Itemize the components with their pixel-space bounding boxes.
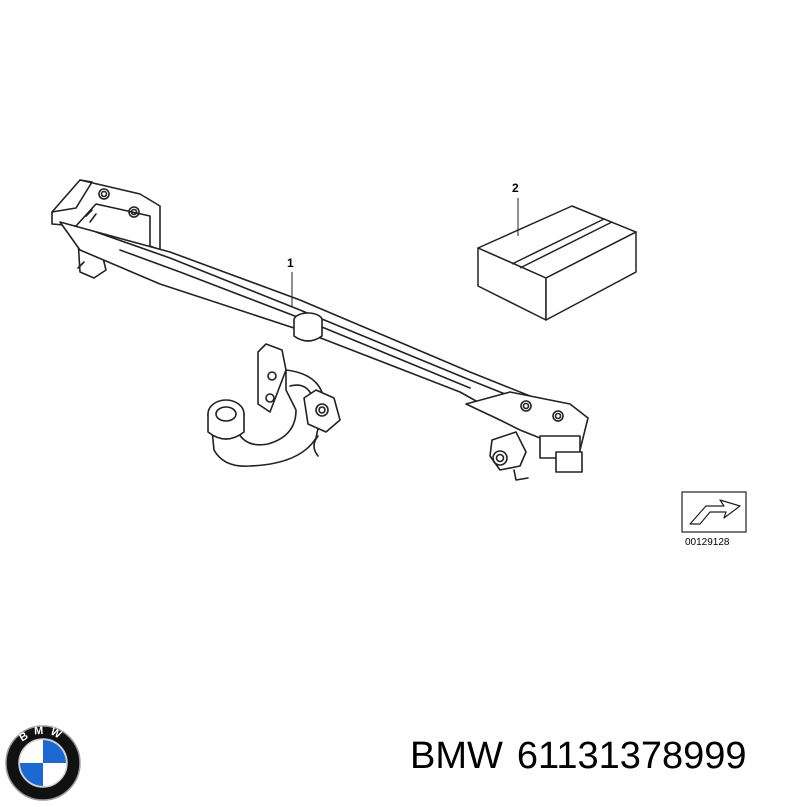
callout-label-1: 1 [287,256,294,270]
bmw-logo: BMW [4,724,82,802]
reference-code: 00129128 [685,537,730,548]
tow-bar-assembly [51,179,589,481]
arrow-reference-icon [681,491,747,533]
brand-name: BMW [410,735,503,777]
part-caption: BMW 61131378999 [410,737,761,775]
part-number: 61131378999 [516,735,747,777]
callout-label-2: 2 [512,181,519,195]
wiring-kit-box [477,205,637,321]
